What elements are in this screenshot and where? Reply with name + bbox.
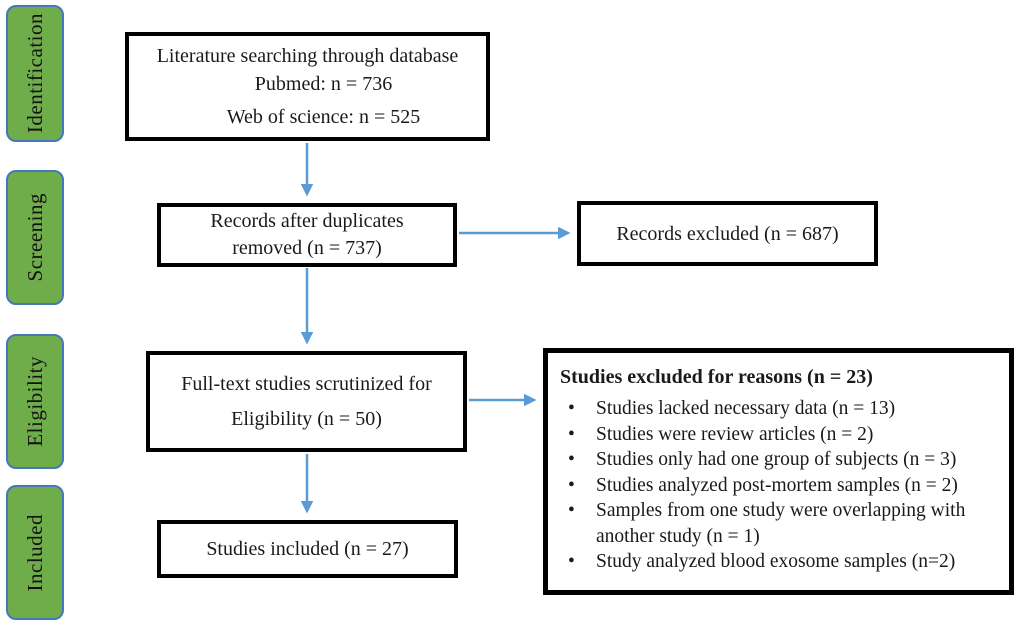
studies-excluded-reasons-box: Studies excluded for reasons (n = 23) St… — [543, 348, 1014, 595]
reason-item: Studies were review articles (n = 2) — [560, 422, 999, 448]
duplicates-removed-line1: Records after duplicates — [210, 210, 404, 232]
studies-included-box: Studies included (n = 27) — [157, 520, 458, 578]
stage-included-label: Included — [22, 513, 47, 592]
stage-screening: Screening — [6, 170, 64, 305]
fulltext-scrutinized-box: Full-text studies scrutinized for Eligib… — [146, 351, 467, 452]
stage-eligibility: Eligibility — [6, 334, 64, 469]
reasons-list: Studies lacked necessary data (n = 13) S… — [560, 396, 999, 575]
reason-item: Studies analyzed post-mortem samples (n … — [560, 473, 999, 499]
reason-item: Study analyzed blood exosome samples (n=… — [560, 549, 999, 575]
stage-identification: Identification — [6, 5, 64, 142]
fulltext-line1: Full-text studies scrutinized for — [181, 372, 432, 395]
literature-search-line1: Literature searching through database — [156, 45, 459, 67]
web-of-science-count: Web of science: n = 525 — [226, 106, 421, 128]
reasons-title: Studies excluded for reasons (n = 23) — [560, 366, 873, 388]
stage-eligibility-label: Eligibility — [22, 356, 47, 447]
stage-screening-label: Screening — [22, 193, 47, 282]
duplicates-removed-line2: removed (n = 737) — [232, 237, 382, 259]
studies-included-label: Studies included (n = 27) — [206, 538, 409, 560]
stage-included: Included — [6, 485, 64, 620]
reason-item: Studies lacked necessary data (n = 13) — [560, 396, 999, 422]
records-excluded-box: Records excluded (n = 687) — [577, 201, 878, 266]
stage-identification-label: Identification — [22, 13, 47, 134]
records-excluded-label: Records excluded (n = 687) — [616, 222, 839, 245]
literature-search-box: Literature searching through database Pu… — [125, 32, 490, 141]
duplicates-removed-box: Records after duplicates removed (n = 73… — [157, 203, 457, 267]
fulltext-line2: Eligibility (n = 50) — [231, 407, 382, 430]
reason-item: Samples from one study were overlapping … — [560, 498, 999, 549]
reason-item: Studies only had one group of subjects (… — [560, 447, 999, 473]
pubmed-count: Pubmed: n = 736 — [254, 73, 393, 95]
